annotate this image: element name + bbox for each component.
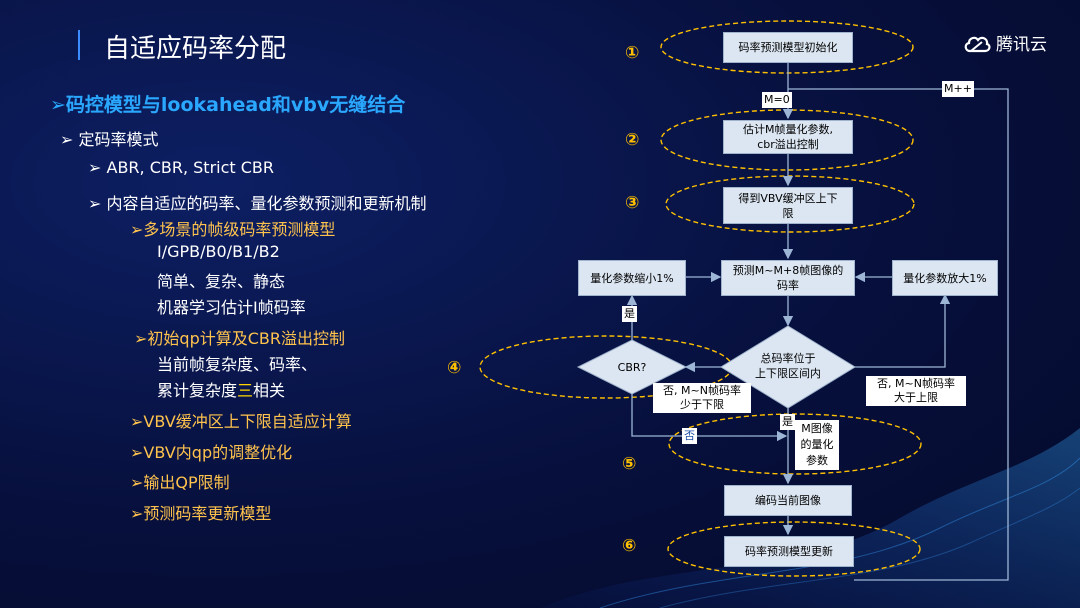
step-number-1: ①	[625, 43, 640, 63]
m-increment-label: M++	[942, 81, 974, 97]
heading-bullet: ➢码控模型与lookahead和vbv无缝结合	[50, 94, 406, 116]
title-accent-bar	[78, 30, 80, 60]
background-wave-decoration	[540, 428, 1080, 608]
cbr-decision-diamond	[576, 339, 688, 395]
item-frame-model: ➢多场景的帧级码率预测模型	[130, 220, 336, 239]
item-vbv-qp: ➢VBV内qp的调整优化	[130, 443, 293, 462]
step1-ellipse	[660, 20, 914, 74]
m-zero-label: M=0	[762, 92, 792, 108]
brand-name: 腾讯云	[996, 35, 1047, 55]
item-frame-types: I/GPB/B0/B1/B2	[157, 242, 280, 261]
above-upper-label: 否, M~N帧码率大于上限	[866, 376, 966, 406]
sub-heading-bullet: ➢ 定码率模式	[60, 130, 159, 149]
cbr-decision-text: CBR?	[617, 361, 647, 374]
yes-label-bottom: 是	[780, 414, 795, 430]
no-label: 否	[682, 428, 697, 444]
page-title: 自适应码率分配	[104, 34, 287, 64]
item-initial-qp: ➢初始qp计算及CBR溢出控制	[134, 329, 345, 348]
item-scenes: 简单、复杂、静态	[157, 272, 286, 291]
predict-bitrate-node: 预测M~M+8帧图像的码率	[721, 260, 855, 296]
item-vbv-adaptive: ➢VBV缓冲区上下限自适应计算	[130, 412, 352, 431]
item-qp-limit: ➢输出QP限制	[130, 473, 230, 492]
step-number-4: ④	[447, 358, 462, 378]
scale-down-node: 量化参数缩小1%	[578, 260, 686, 296]
estimate-qp-node: 估计M帧量化参数,cbr溢出控制	[723, 120, 853, 154]
update-model-node: 码率预测模型更新	[724, 536, 854, 567]
step-number-5: ⑤	[622, 454, 637, 474]
below-lower-label: 否, M~N帧码率少于下限	[653, 383, 751, 413]
vbv-bounds-node: 得到VBV缓冲区上下限	[723, 187, 853, 224]
step6-ellipse	[667, 521, 921, 577]
encode-node: 编码当前图像	[724, 485, 852, 516]
mechanism-bullet: ➢ 内容自适应的码率、量化参数预测和更新机制	[88, 194, 427, 213]
range-decision-diamond	[720, 325, 856, 409]
mode-types-bullet: ➢ ABR, CBR, Strict CBR	[88, 158, 275, 177]
range-decision-text: 总码率位于上下限区间内	[755, 352, 821, 380]
yes-label-top: 是	[622, 306, 637, 322]
cloud-icon	[964, 36, 991, 52]
item-complexity-line1: 当前帧复杂度、码率、	[157, 355, 318, 374]
item-ml-estimate: 机器学习估计I帧码率	[157, 298, 306, 317]
m-qp-label: M图像的量化参数	[795, 420, 839, 470]
step-number-2: ②	[625, 130, 640, 150]
item-update-model: ➢预测码率更新模型	[130, 504, 272, 523]
item-complexity-line2: 累计复杂度三相关	[157, 381, 286, 400]
brand-logo: 腾讯云	[962, 30, 1047, 55]
step5-ellipse	[668, 413, 922, 475]
scale-up-node: 量化参数放大1%	[892, 260, 998, 296]
step-number-6: ⑥	[622, 536, 637, 556]
init-model-node: 码率预测模型初始化	[723, 32, 853, 63]
step-number-3: ③	[625, 193, 640, 213]
